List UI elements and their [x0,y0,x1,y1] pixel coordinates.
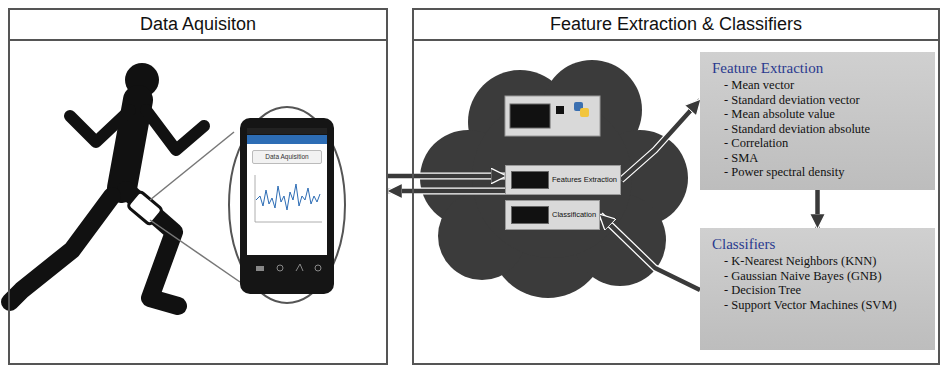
node-title: Features Extraction [552,176,617,185]
arrow-casing [621,100,700,180]
arrow-line [621,100,700,180]
list-item: - SMA [712,151,921,166]
node-title: Classifiers [712,236,921,253]
list-item: - Power spectral density [712,165,921,180]
arrow-line [815,190,820,229]
arrow-line [600,215,700,290]
arrow-line [388,189,505,194]
flow-arrow [388,176,505,177]
list-item: - Gaussian Naive Bayes (GNB) [712,269,921,284]
arrow-casing [388,188,505,195]
server-rack [505,96,600,136]
flow-arrow [621,100,700,180]
node-title: Classification [552,211,596,220]
arrow-casing [388,173,505,180]
panel: Feature Extraction & ClassifiersFeatures… [412,8,940,365]
runner-figure [10,63,204,306]
leader-line [150,220,240,282]
list-item: - K-Nearest Neighbors (KNN) [712,254,921,269]
list-item: - Correlation [712,136,921,151]
zoom-circle [229,107,345,303]
arrow-casing [600,215,700,290]
leader-line [150,132,234,200]
server-box: Classification [505,200,600,230]
list-item: - Standard deviation vector [712,93,921,108]
list-item: - Support Vector Machines (SVM) [712,298,921,313]
phone-illustration [240,118,334,294]
info-box: Classifiers- K-Nearest Neighbors (KNN)- … [700,228,935,350]
arrow-casing [814,190,821,229]
server-box: Features Extraction [505,165,621,195]
arrow-line [388,174,505,179]
flow-arrow [817,190,818,229]
app-button: Data Aquisition [252,150,322,164]
node-title: Data Aquisiton [10,10,386,41]
list-item: - Decision Tree [712,283,921,298]
list-item: - Mean absolute value [712,107,921,122]
flow-arrow [388,191,505,192]
screen-block [511,171,549,189]
node-title: Feature Extraction [712,60,921,77]
node-title: Data Aquisition [253,151,321,163]
panel: Data AquisitonData Aquisition [8,8,388,365]
list-item: - Standard deviation absolute [712,122,921,137]
info-box: Feature Extraction- Mean vector- Standar… [700,52,935,190]
screen-block [511,206,549,224]
node-title: Feature Extraction & Classifiers [414,10,938,41]
list-item: - Mean vector [712,78,921,93]
flow-arrow [600,215,700,290]
